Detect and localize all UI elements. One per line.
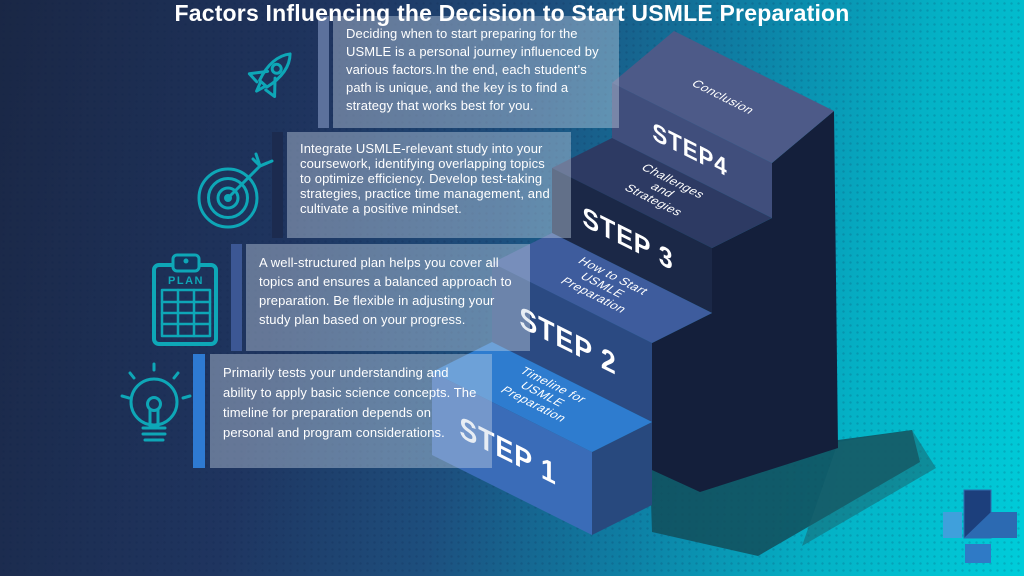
- target-icon: [197, 152, 274, 229]
- note-3-accent-bar: [231, 244, 242, 351]
- note-1-accent-bar: [318, 16, 329, 128]
- step-2-front-face: [492, 263, 652, 422]
- step-1-top-face: [432, 342, 652, 452]
- step-4-front-face: [612, 83, 772, 218]
- rocket-icon: [247, 52, 292, 99]
- note-3-text: A well-structured plan helps you cover a…: [246, 244, 530, 351]
- note-2-text: Integrate USMLE-relevant study into your…: [287, 132, 571, 238]
- staircase-right-wall: [652, 111, 838, 492]
- note-4-text: Primarily tests your understanding and a…: [210, 354, 492, 468]
- clipboard-plan-icon: PLAN: [152, 253, 218, 346]
- step-3-top-face: [552, 138, 772, 248]
- step-1-right-face: [592, 422, 652, 535]
- step-2-top-face: [492, 233, 712, 343]
- brand-logo: [943, 489, 1017, 563]
- step-4-top-face: [612, 31, 834, 163]
- note-1-text: Deciding when to start preparing for the…: [333, 16, 619, 128]
- clipboard-plan-label: PLAN: [168, 275, 204, 287]
- step-3-block: Challenges and Strategies STEP 3: [552, 138, 772, 313]
- step-3-front-face: [552, 168, 712, 313]
- floor-shadow-light: [802, 430, 936, 546]
- lightbulb-icon: [120, 362, 192, 442]
- note-2-accent-bar: [272, 132, 283, 238]
- step-1-block: Timeline for USMLE Preparation STEP 1: [432, 342, 652, 535]
- infographic-title: Factors Influencing the Decision to Star…: [174, 0, 850, 26]
- step-1-front-face: [432, 372, 592, 535]
- note-4-accent-bar: [193, 354, 205, 468]
